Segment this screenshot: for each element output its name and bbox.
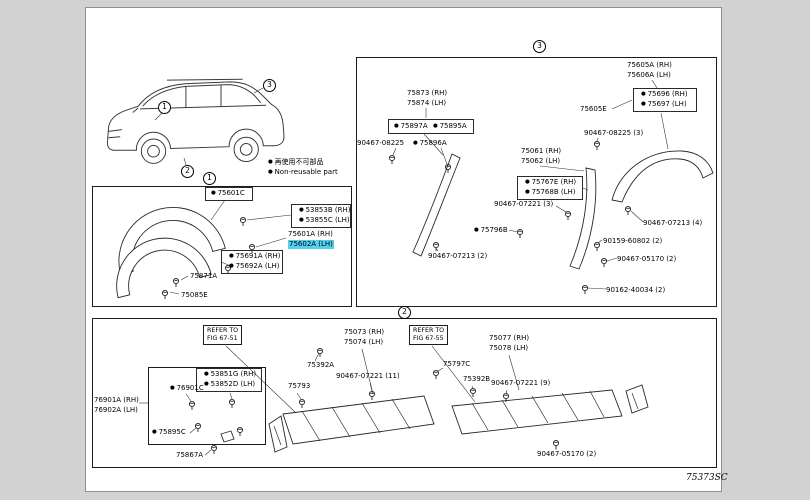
part-label-75697[interactable]: 75697 (LH) <box>641 100 687 109</box>
part-label-75896A[interactable]: 75896A <box>413 139 447 148</box>
part-group-box <box>633 88 697 112</box>
part-label-53853B[interactable]: 53853B (RH) <box>299 206 351 215</box>
part-group-box <box>291 204 351 228</box>
rocker-moulding-left-drawing <box>268 395 435 453</box>
roof-side-moulding-drawing <box>611 150 714 203</box>
part-label-75392B[interactable]: 75392B <box>463 375 491 383</box>
part-label-75793[interactable]: 75793 <box>288 382 311 390</box>
section3-box <box>356 57 717 307</box>
part-label-90467-07221-9[interactable]: 90467-07221 (9) <box>491 379 551 387</box>
protector-piece-drawing <box>220 430 235 443</box>
part-label-75696[interactable]: 75696 (RH) <box>641 90 688 99</box>
part-label-90467-07221-3[interactable]: 90467-07221 (3) <box>494 200 554 208</box>
part-label-75873[interactable]: 75873 (RH) <box>407 89 448 97</box>
part-group-box <box>205 187 253 201</box>
fender-arch-moulding-drawing <box>116 206 226 299</box>
part-label-75767E[interactable]: 75767E (RH) <box>525 178 577 187</box>
part-label-75601C[interactable]: 75601C <box>211 189 245 198</box>
part-label-75797C[interactable]: 75797C <box>443 360 471 368</box>
refer-line2: FIG 67-51 <box>207 335 238 342</box>
part-label-75897A[interactable]: 75897A <box>394 122 428 131</box>
part-label-53855C[interactable]: 53855C (LH) <box>299 216 350 225</box>
part-label-90467-05170-2[interactable]: 90467-05170 (2) <box>617 255 677 263</box>
part-label-75768B[interactable]: 75768B (LH) <box>525 188 576 197</box>
part-label-75691A[interactable]: 75691A (RH) <box>229 252 281 261</box>
part-label-76901A[interactable]: 76901A (RH) <box>94 396 139 404</box>
diagram-code: 75373SC <box>686 473 728 483</box>
part-label-75692A[interactable]: 75692A (LH) <box>229 262 280 271</box>
car-illustration <box>106 78 285 164</box>
part-label-75895A[interactable]: 75895A <box>433 122 467 131</box>
refer-line1: REFER TO <box>207 327 239 334</box>
part-label-75602A-highlighted[interactable]: 75602A (LH) <box>288 240 334 249</box>
part-label-75062[interactable]: 75062 (LH) <box>521 157 561 165</box>
refer-to-fig-67-55: REFER TO FIG 67-55 <box>409 325 449 345</box>
part-label-75871A[interactable]: 75871A <box>190 272 218 280</box>
part-group-box <box>221 250 283 274</box>
section2-inner-parts-box <box>148 367 266 445</box>
part-label-75077[interactable]: 75077 (RH) <box>489 334 530 342</box>
part-label-90467-05170-2b[interactable]: 90467-05170 (2) <box>537 450 597 458</box>
part-label-75605A[interactable]: 75605A (RH) <box>627 61 672 69</box>
part-label-90467-07221-11[interactable]: 90467-07221 (11) <box>336 372 400 380</box>
section1-callout: 1 <box>203 172 216 185</box>
part-label-75074[interactable]: 75074 (LH) <box>344 338 384 346</box>
part-label-76901C[interactable]: 76901C <box>170 384 204 393</box>
quarter-moulding-drawing <box>569 167 597 270</box>
part-label-75895C[interactable]: 75895C <box>152 428 186 437</box>
part-label-53852D[interactable]: 53852D (LH) <box>204 380 256 389</box>
car-callout-2: 2 <box>181 165 194 178</box>
car-callout-3: 3 <box>263 79 276 92</box>
part-label-90467-08225-3[interactable]: 90467-08225 (3) <box>584 129 644 137</box>
part-label-90467-07213-4[interactable]: 90467-07213 (4) <box>643 219 703 227</box>
part-group-box <box>517 176 583 200</box>
part-label-75078[interactable]: 75078 (LH) <box>489 344 529 352</box>
leader-lines <box>139 79 669 456</box>
car-callout-1: 1 <box>158 101 171 114</box>
part-label-90467-07213-2[interactable]: 90467-07213 (2) <box>428 252 488 260</box>
section3-callout: 3 <box>533 40 546 53</box>
legend-nonreusable-jp: 再使用不可部品 <box>268 158 324 167</box>
part-label-75874[interactable]: 75874 (LH) <box>407 99 447 107</box>
part-label-53851G[interactable]: 53851G (RH) <box>204 370 257 379</box>
refer-to-fig-67-51: REFER TO FIG 67-51 <box>203 325 243 345</box>
legend-nonreusable-en: Non-reusable part <box>268 168 338 177</box>
refer-line1: REFER TO <box>413 327 445 334</box>
part-label-75796B[interactable]: 75796B <box>474 226 508 235</box>
part-label-90162-40034-2[interactable]: 90162-40034 (2) <box>606 286 666 294</box>
part-label-75392A[interactable]: 75392A <box>307 361 335 369</box>
section1-box <box>92 186 352 307</box>
front-pillar-moulding-drawing <box>412 153 461 257</box>
part-label-76902A[interactable]: 76902A (LH) <box>94 406 138 414</box>
part-label-75085E[interactable]: 75085E <box>181 291 208 299</box>
part-group-box <box>388 119 474 134</box>
part-group-box <box>196 368 262 392</box>
section2-callout: 2 <box>398 306 411 319</box>
refer-line2: FIG 67-55 <box>413 335 444 342</box>
part-label-75606A[interactable]: 75606A (LH) <box>627 71 671 79</box>
part-label-75605E[interactable]: 75605E <box>580 105 607 113</box>
part-label-75867A[interactable]: 75867A <box>176 451 204 459</box>
rocker-moulding-right-drawing <box>451 384 649 435</box>
part-label-75061[interactable]: 75061 (RH) <box>521 147 562 155</box>
part-label-75073[interactable]: 75073 (RH) <box>344 328 385 336</box>
part-label-90159-60802-2[interactable]: 90159-60802 (2) <box>603 237 663 245</box>
part-label-90467-08225[interactable]: 90467-08225 <box>357 139 405 147</box>
part-label-75601A[interactable]: 75601A (RH) <box>288 230 333 238</box>
